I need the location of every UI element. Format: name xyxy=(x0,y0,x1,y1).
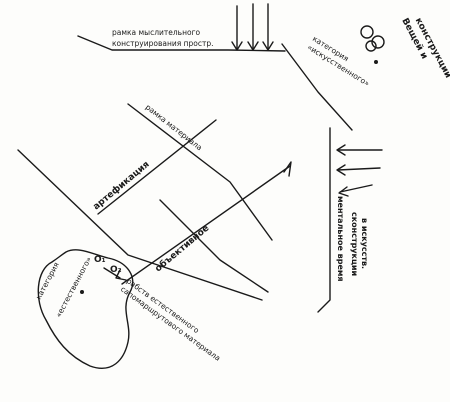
frame-natural-label-1: рабств естественного xyxy=(125,276,201,335)
top-arrow-3-head xyxy=(262,41,274,51)
top-frame-line xyxy=(77,35,286,52)
meta-label-3: в искусств. xyxy=(360,218,369,269)
right-arrow-3-head xyxy=(338,186,349,197)
frame-thinking-label-1: рамка мыслительного xyxy=(112,28,201,37)
frame-natural-label-2: сапомаршрутового материала xyxy=(119,284,222,362)
objectification-label: объективное xyxy=(153,223,212,275)
circle-2 xyxy=(371,35,385,49)
lower-diagonal-line xyxy=(17,149,263,301)
right-frame: ментальное время сконструкции в искусств… xyxy=(317,127,383,313)
mark-o1: О₁ xyxy=(94,255,106,265)
natural-category-blob: категория «естественного» О₁ О₂ xyxy=(34,249,134,369)
pointer-arrow-head xyxy=(115,269,127,281)
meta-label-2: сконструкции xyxy=(350,212,359,276)
artefactization-label: артефикация xyxy=(92,159,152,212)
frame-thinking-label-2: конструирования простр. xyxy=(112,39,214,48)
top-right-frame: категория «искусственного» Вещей и конст… xyxy=(281,16,450,131)
circle-1 xyxy=(360,25,374,39)
diagonal-frame-line xyxy=(281,43,353,131)
top-arrow-2-head xyxy=(247,41,259,51)
right-arrow-2-head xyxy=(336,164,346,176)
parallel-diagonal-line xyxy=(159,199,269,293)
circle-3 xyxy=(365,40,377,52)
dot-marker-top xyxy=(374,60,378,64)
top-arrow-1-head xyxy=(231,41,243,51)
central-frame: рамка материала артефикация объективное xyxy=(17,102,292,301)
category-bottom-label-1: категория xyxy=(34,261,61,301)
right-frame-line xyxy=(317,127,331,313)
right-arrow-3 xyxy=(339,184,373,193)
meta-label-1: ментальное время xyxy=(336,196,345,282)
blob-outline xyxy=(37,249,134,369)
crossing-line-upper xyxy=(97,119,217,215)
dot-marker-bottom xyxy=(80,290,84,294)
material-frame-line xyxy=(127,103,273,241)
right-arrow-2 xyxy=(337,167,381,171)
crossing-arrow-head xyxy=(283,161,292,177)
right-arrow-1-head xyxy=(336,144,346,156)
frame-material-label: рамка материала xyxy=(144,102,204,152)
top-frame: рамка мыслительного конструирования прос… xyxy=(77,3,286,52)
frame-natural-labels: рабств естественного сапомаршрутового ма… xyxy=(119,276,222,363)
mark-o2: О₂ xyxy=(110,265,122,275)
crossing-line-lower xyxy=(121,165,291,285)
